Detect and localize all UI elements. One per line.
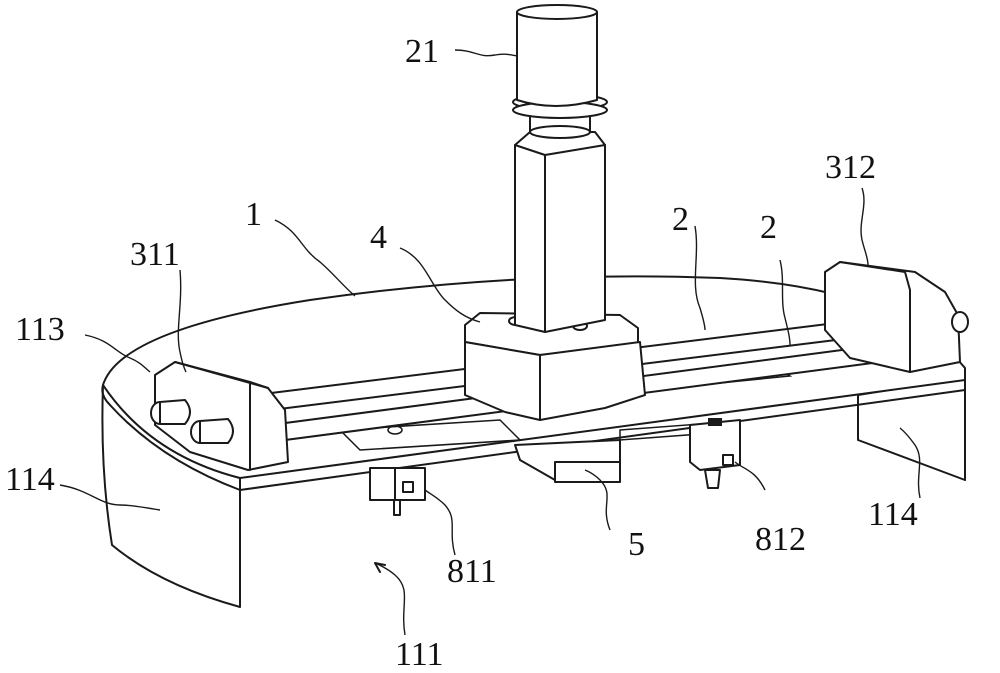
carriage-block [464,312,646,421]
motor [516,4,598,107]
leader-lines [59,49,921,636]
label-2-first: 2 [672,201,689,238]
label-1: 1 [245,196,262,233]
left-end-bracket [150,361,289,471]
label-5: 5 [628,526,645,563]
lower-slider [514,423,701,483]
label-812: 812 [755,521,806,558]
label-811: 811 [447,553,497,590]
label-114-right: 114 [868,496,918,533]
vertical-column [514,131,606,333]
label-2-second: 2 [760,209,777,246]
label-21: 21 [405,33,439,70]
label-114-left: 114 [5,461,55,498]
reference-labels: 21 312 1 4 2 2 311 113 114 114 5 812 811… [5,33,918,673]
label-113: 113 [15,311,65,348]
label-111: 111 [395,636,443,673]
sensor-812 [689,418,741,489]
sensor-811 [369,467,426,516]
right-end-bracket [824,261,969,373]
label-311: 311 [130,236,180,273]
label-312: 312 [825,149,876,186]
label-4: 4 [370,219,387,256]
